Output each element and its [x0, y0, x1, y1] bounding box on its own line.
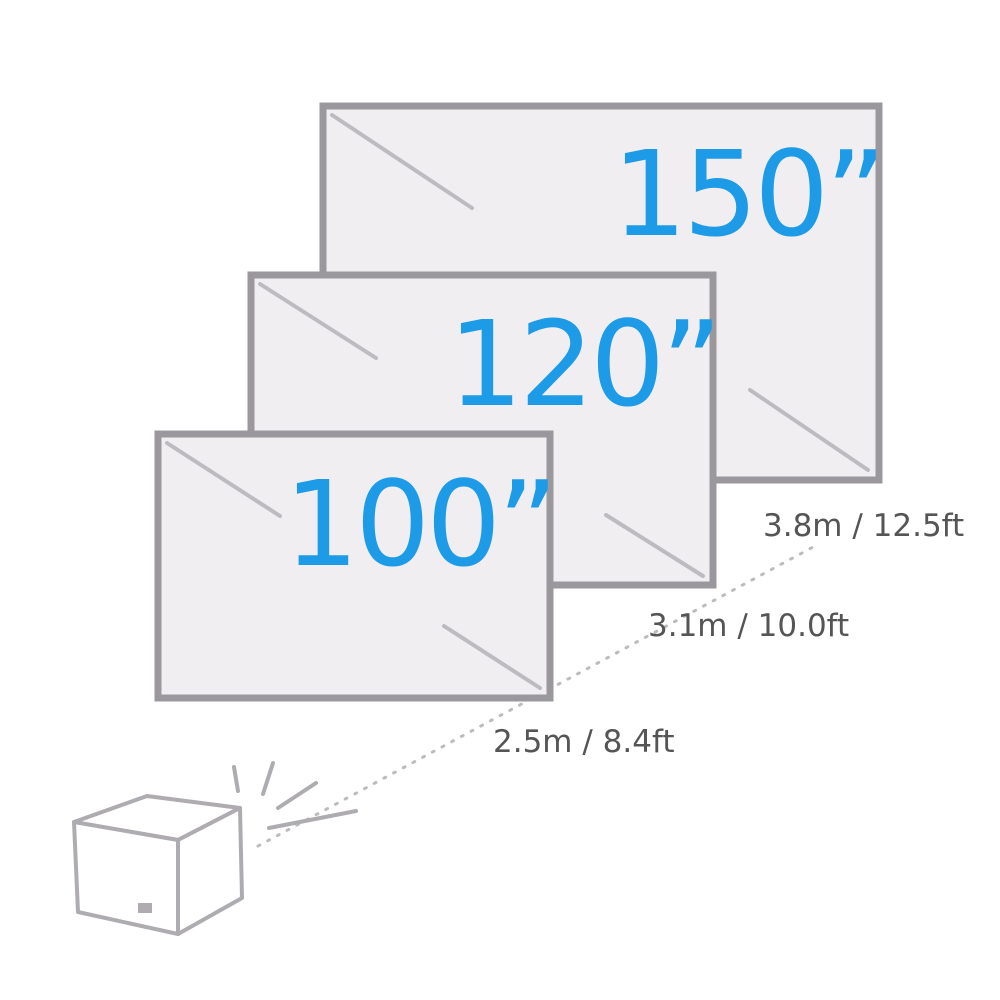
- screen-size-label: 100”: [284, 455, 554, 593]
- screen-size-label: 150”: [612, 125, 882, 263]
- screen-size-label: 120”: [448, 295, 718, 433]
- distance-label-120: 3.1m / 10.0ft: [648, 608, 849, 644]
- projector-icon: [72, 761, 358, 936]
- distance-label-150: 3.8m / 12.5ft: [763, 508, 964, 544]
- screen-100: 100”: [154, 430, 558, 702]
- distance-label-100: 2.5m / 8.4ft: [493, 724, 674, 760]
- projection-line: [256, 544, 817, 848]
